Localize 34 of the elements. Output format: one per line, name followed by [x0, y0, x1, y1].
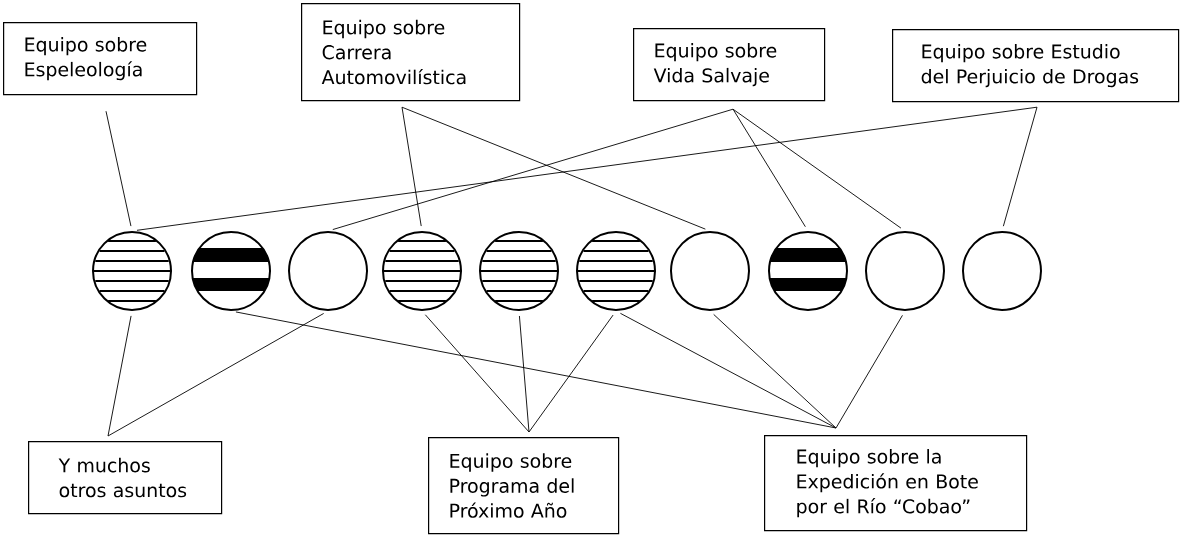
empty-circle [670, 231, 750, 311]
connector-line [528, 314, 614, 433]
connector-line [732, 108, 806, 228]
connector-line [235, 311, 837, 429]
striped-circle [382, 231, 462, 311]
connector-line [713, 313, 837, 429]
striped-circle [479, 231, 559, 311]
banded-circle [191, 231, 271, 311]
connector-line [518, 315, 530, 433]
connector-line [401, 106, 422, 227]
connector-line [401, 106, 706, 230]
label-box: Equipo sobre Estudio del Perjuicio de Drogas [892, 29, 1180, 103]
label-box: Equipo sobre Carrera Automovilística [301, 3, 521, 102]
label-box: Equipo sobre la Expedición en Bote por el Río “Cobao” [764, 435, 1028, 532]
label-box: Y muchos otros asuntos [28, 441, 223, 515]
connector-line [835, 314, 903, 429]
striped-circle [92, 231, 172, 311]
connector-line [424, 314, 530, 433]
connector-line [107, 313, 325, 437]
connector-line [332, 108, 734, 230]
connector-line [1002, 106, 1038, 227]
connector-line [732, 108, 902, 229]
label-box: Equipo sobre Programa del Próximo Año [428, 437, 620, 535]
empty-circle [962, 231, 1042, 311]
empty-circle [865, 231, 945, 311]
connector-line [107, 315, 132, 437]
connector-line [619, 312, 837, 429]
empty-circle [288, 231, 368, 311]
label-box: Equipo sobre Vida Salvaje [633, 28, 826, 102]
banded-circle [768, 231, 848, 311]
connector-line [105, 110, 132, 227]
label-box: Equipo sobre Espeleología [3, 22, 198, 96]
striped-circle [576, 231, 656, 311]
connector-line [136, 106, 1038, 231]
